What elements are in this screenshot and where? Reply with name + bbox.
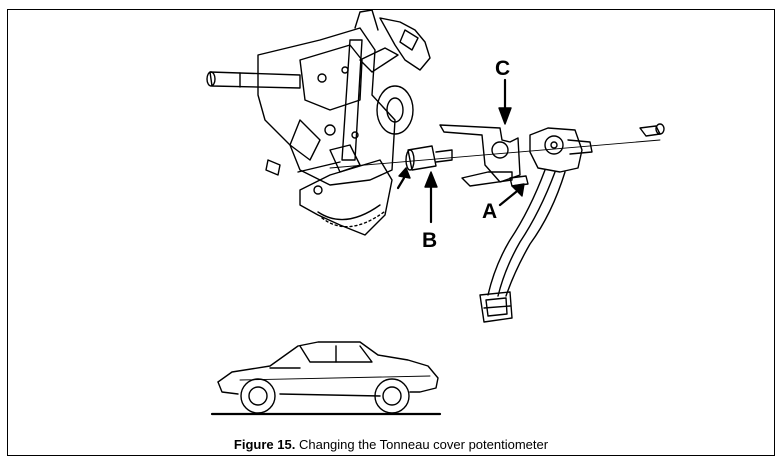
car-silhouette-icon — [210, 341, 442, 416]
figure-frame — [7, 9, 775, 456]
figure-caption: Figure 15. Changing the Tonneau cover po… — [0, 437, 782, 452]
callout-label-c: C — [495, 57, 511, 80]
callout-arrows — [396, 78, 525, 224]
callout-label-b: B — [422, 229, 438, 252]
caption-text: Changing the Tonneau cover potentiometer — [298, 437, 549, 452]
tonneau-mechanism — [206, 9, 431, 236]
potentiometer-assembly — [329, 123, 665, 323]
callout-label-a: A — [482, 200, 498, 223]
caption-label: Figure 15. — [233, 437, 296, 452]
